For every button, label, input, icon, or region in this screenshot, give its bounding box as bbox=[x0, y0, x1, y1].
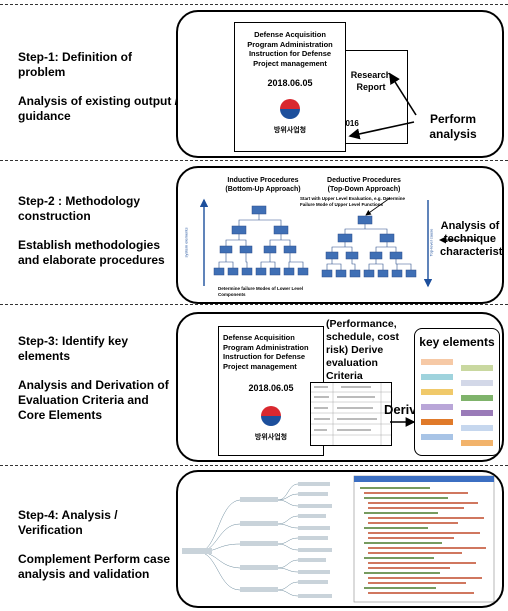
key-element-bar bbox=[421, 419, 453, 425]
instruction-title-2: Defense Acquisition Program Administrati… bbox=[223, 333, 309, 371]
instruction-org-2: 방위사업청 bbox=[254, 434, 288, 441]
key-elements-title: key elements bbox=[419, 335, 495, 349]
step1-title: Step-1: Definition of problem bbox=[18, 50, 132, 79]
key-element-bar bbox=[421, 434, 453, 440]
step1-panel: Research Report 2016 Defense Acquisition… bbox=[176, 10, 504, 158]
key-element-bar bbox=[461, 425, 493, 431]
inductive-caption: Determine failure Modes of Lower Level C… bbox=[218, 286, 304, 297]
separator bbox=[0, 465, 508, 466]
step1-arrows bbox=[348, 72, 417, 140]
key-element-bar bbox=[421, 389, 453, 395]
step3-subtitle: Analysis and Derivation of Evaluation Cr… bbox=[18, 378, 169, 422]
instruction-doc: Defense Acquisition Program Administrati… bbox=[234, 22, 346, 152]
step3-title: Step-3: Identify key elements bbox=[18, 334, 129, 363]
separator bbox=[0, 4, 508, 5]
key-elements-box: key elements bbox=[414, 328, 500, 456]
key-element-bar bbox=[461, 365, 493, 371]
key-element-bar bbox=[461, 380, 493, 386]
inductive-heading: Inductive Procedures (Bottom-Up Approach… bbox=[218, 176, 308, 194]
derive-label: Derive bbox=[384, 402, 424, 417]
separator bbox=[0, 160, 508, 161]
deductive-heading: Deductive Procedures (Top-Down Approach) bbox=[312, 176, 416, 194]
step4-title: Step-4: Analysis / Verification bbox=[18, 508, 118, 537]
step3-panel: Defense Acquisition Program Administrati… bbox=[176, 312, 504, 462]
emblem-icon bbox=[258, 403, 284, 429]
criteria-table-grid bbox=[311, 383, 391, 445]
key-element-bar bbox=[421, 359, 453, 365]
step2-subtitle: Establish methodologies and elaborate pr… bbox=[18, 238, 165, 267]
instruction-date: 2018.06.05 bbox=[267, 78, 313, 88]
inductive-title: Inductive Procedures bbox=[227, 177, 299, 184]
inductive-subtitle: (Bottom-Up Approach) bbox=[225, 186, 301, 193]
technique-note: Analysis of technique characteristics bbox=[440, 220, 503, 258]
deductive-caption: Start with Upper Level Evaluation, e.g. … bbox=[300, 196, 406, 207]
report-title: Research Report bbox=[350, 70, 392, 92]
instruction-org: 방위사업청 bbox=[273, 127, 307, 134]
step4-panel bbox=[176, 470, 504, 608]
key-element-bar bbox=[461, 410, 493, 416]
separator bbox=[0, 304, 508, 305]
criteria-table bbox=[310, 382, 392, 446]
mindmap-diagram bbox=[182, 475, 495, 603]
derive-arrow bbox=[390, 417, 416, 427]
deductive-subtitle: (Top-Down Approach) bbox=[327, 186, 401, 193]
instruction-date-2: 2018.06.05 bbox=[248, 383, 294, 393]
perform-analysis-label: Perform analysis bbox=[429, 112, 477, 141]
instruction-title: Defense Acquisition Program Administrati… bbox=[247, 30, 333, 68]
criteria-label: (Performance, schedule, cost risk) Deriv… bbox=[326, 318, 399, 382]
key-element-bar bbox=[421, 374, 453, 380]
step1-subtitle: Analysis of existing output / guidance bbox=[18, 94, 179, 123]
step3-text: Step-3: Identify key elements Analysis a… bbox=[18, 334, 178, 423]
instruction-doc-2: Defense Acquisition Program Administrati… bbox=[218, 326, 324, 456]
step2-title: Step-2 : Methodology construction bbox=[18, 194, 140, 223]
step2-panel: Inductive Procedures (Bottom-Up Approach… bbox=[176, 166, 504, 304]
key-element-bar bbox=[461, 395, 493, 401]
step4-subtitle: Complement Perform case analysis and val… bbox=[18, 552, 171, 581]
report-year: 2016 bbox=[341, 119, 359, 128]
emblem-icon bbox=[277, 96, 303, 122]
step4-text: Step-4: Analysis / Verification Compleme… bbox=[18, 508, 178, 582]
step2-text: Step-2 : Methodology construction Establ… bbox=[18, 194, 178, 268]
research-report-doc: Research Report 2016 bbox=[334, 50, 408, 144]
key-element-bar bbox=[421, 404, 453, 410]
inductive-axis-label: system elements bbox=[183, 227, 189, 258]
methodology-tree-diagram bbox=[199, 197, 478, 288]
key-element-bar bbox=[461, 440, 493, 446]
deductive-axis-label: Top-level cause bbox=[428, 228, 434, 257]
step1-text: Step-1: Definition of problem Analysis o… bbox=[18, 50, 178, 124]
deductive-title: Deductive Procedures bbox=[327, 177, 401, 184]
